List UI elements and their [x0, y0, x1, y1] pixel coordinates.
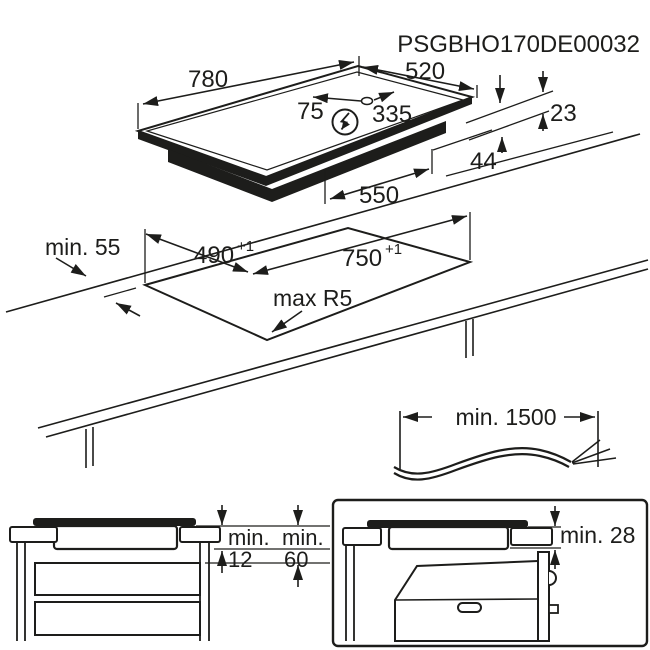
svg-text:+1: +1 — [237, 238, 254, 255]
cable-length-figure: min. 1500 — [393, 404, 617, 481]
worktop-left-block — [342, 527, 382, 546]
oven-clearance-figure: min. 28 — [331, 498, 649, 648]
power-cable — [393, 439, 617, 481]
dimension-cutout-width: 750 +1 — [252, 215, 468, 275]
svg-text:min. 1500: min. 1500 — [455, 404, 556, 430]
hob-body — [168, 121, 446, 202]
figure-frame — [331, 498, 649, 648]
svg-text:min. 28: min. 28 — [560, 522, 635, 548]
dimension-connection-position: 75 335 — [297, 91, 412, 128]
hob-glass-section — [33, 518, 196, 526]
cable-gland — [360, 96, 374, 106]
worktop-cutout-view: min. 55 490 +1 750 +1 max R5 — [5, 133, 649, 468]
cable-wires — [571, 439, 617, 465]
svg-text:335: 335 — [372, 101, 412, 128]
document-code: PSGBHO170DE00032 — [397, 31, 640, 58]
svg-text:44: 44 — [470, 148, 497, 175]
hob-glass-section — [367, 520, 528, 528]
oven-handle — [457, 602, 482, 613]
svg-text:490: 490 — [194, 242, 234, 269]
drawer-clearance-figure: min. 12 min. 60 — [9, 505, 330, 641]
svg-text:min. 55: min. 55 — [45, 234, 120, 260]
svg-text:min.: min. — [282, 525, 324, 550]
dimension-back-clearance: min. 55 — [45, 234, 141, 317]
cabinet-side — [345, 545, 355, 641]
dimension-body-width: 550 — [324, 149, 433, 209]
svg-text:+1: +1 — [385, 241, 402, 258]
hob-body-section — [52, 524, 179, 551]
dimension-cutout-depth: 490 +1 — [145, 233, 254, 273]
oven — [394, 551, 559, 642]
svg-text:60: 60 — [284, 547, 308, 572]
worktop-right-block — [179, 526, 221, 543]
svg-text:max R5: max R5 — [273, 285, 352, 311]
hob-glass-edge — [138, 97, 472, 186]
svg-text:min.: min. — [228, 525, 270, 550]
drawer-upper — [34, 562, 201, 596]
dimension-height-below-worktop: 44 — [445, 131, 614, 177]
worktop-left-block — [9, 526, 58, 543]
svg-text:550: 550 — [359, 182, 399, 209]
dimension-height-above-worktop: 23 — [465, 71, 577, 141]
hob-body-section — [387, 525, 510, 551]
svg-text:750: 750 — [342, 245, 382, 272]
dimension-corner-radius: max R5 — [271, 285, 352, 333]
drawer-lower — [34, 601, 201, 636]
dimension-hob-depth: 520 — [362, 58, 478, 98]
svg-text:520: 520 — [405, 58, 445, 85]
worktop-right-block — [510, 527, 553, 546]
hob-body-bottom-edge — [432, 129, 493, 151]
lightning-bolt-icon — [331, 108, 359, 136]
dimension-hob-to-oven: min. 28 — [510, 506, 635, 569]
oven-door-edge — [537, 551, 550, 642]
dimension-hob-to-cabinet: min. 60 — [282, 505, 324, 587]
dimension-hob-width: 780 — [137, 56, 360, 129]
oven-knob — [548, 604, 559, 614]
worktop-front-edge — [37, 259, 649, 429]
svg-text:12: 12 — [228, 547, 252, 572]
hob-isometric-view: 780 520 75 335 23 — [134, 56, 614, 209]
oven-hinge — [548, 570, 557, 586]
worktop-leg — [85, 319, 474, 468]
svg-text:23: 23 — [550, 100, 577, 127]
dimension-hob-to-drawer: min. 12 — [217, 505, 270, 573]
svg-text:75: 75 — [297, 98, 324, 125]
svg-text:780: 780 — [188, 66, 228, 93]
